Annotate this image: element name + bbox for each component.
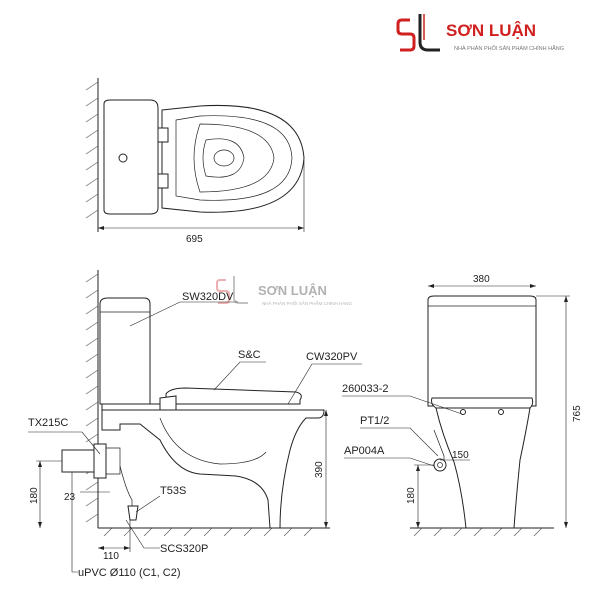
part-b-leader [360,427,439,457]
side-inlet-value: 180 [29,487,40,504]
fitting-label: TX215C [28,417,68,429]
flange-label: SCS320P [160,543,208,555]
front-valve-center [437,462,443,468]
bolt-leader [135,495,161,513]
part-a-label: 260033-2 [342,383,389,395]
front-height-value: 765 [572,405,583,422]
top-tank [103,99,159,215]
top-hinge-lower [157,173,169,189]
top-view: 695 [85,78,305,245]
tank-leader [129,301,238,327]
front-valve [433,458,447,472]
tank-label: SW320DV [182,291,234,303]
top-width-value: 695 [186,234,203,245]
front-bolt-left [460,409,466,415]
front-width-value: 380 [473,274,490,285]
front-bolt-right [498,409,504,415]
fitting-leader [28,431,101,455]
top-bowl-rim [193,123,275,193]
side-bowl [101,409,325,529]
side-height-value: 390 [314,461,325,478]
seat-label: S&C [238,349,261,361]
side-floor-hatching [103,527,313,537]
side-fitting [93,443,107,479]
side-tank-base [101,403,161,411]
front-inlet-offset-value: 150 [452,450,469,461]
flange-leader [125,519,160,549]
side-fitting-collar [106,447,121,475]
side-offset-value: 23 [64,492,76,503]
valve-leader [344,457,435,467]
front-seat [431,397,534,409]
side-seat-hinge [159,395,177,411]
side-floor-bolt [127,505,139,521]
top-outlet [213,149,235,167]
pipe-label: uPVC Ø110 (C1, C2) [78,567,181,579]
front-inlet-value: 180 [406,487,417,504]
front-floor-hatching [413,527,543,537]
bolt-label: T53S [160,485,186,497]
top-wall-hatching [85,81,99,219]
part-b-label: PT1/2 [360,415,389,427]
brand-name: SƠN LUẬN [446,21,536,40]
brand-logo: SƠN LUẬN NHÀ PHÂN PHỐI SẢN PHẨM CHÍNH HÃ… [396,14,564,52]
seat-leader [213,361,266,391]
part-a-leader [342,395,463,415]
side-drain-pipe [61,449,99,473]
front-tank [427,295,537,407]
watermark-tagline: NHÀ PHÂN PHỐI SẢN PHẨM CHÍNH HÃNG [262,300,353,306]
side-trapway [159,417,267,465]
pipe-leader [71,472,78,573]
top-hinge-upper [157,127,169,143]
watermark: SƠN LUẬN NHÀ PHÂN PHỐI SẢN PHẨM CHÍNH HÃ… [216,276,353,306]
bowl-leader [287,363,362,405]
watermark-name: SƠN LUẬN [258,283,327,298]
front-bowl [435,407,531,529]
brand-tagline: NHÀ PHÂN PHỐI SẢN PHẨM CHÍNH HÃNG [454,45,564,52]
side-tank [99,297,151,405]
top-seat-inner [175,115,293,201]
side-seat [165,387,302,405]
valve-label: AP004A [344,445,385,457]
front-view: 380 765 150 180 260033-2 PT1/2 AP004A [342,274,583,537]
top-flush-button [118,153,128,163]
front-supply-hose [433,429,445,462]
side-floor-offset-value: 110 [103,551,119,562]
watermark-logo-mark [216,279,230,304]
top-bowl-well [202,138,245,178]
side-outlet-curve [119,465,133,518]
brand-logo-mark [396,14,440,52]
top-seat [161,104,305,213]
side-wall-hatching [85,273,99,523]
side-view: 390 180 23 110 SW320DV S&C CW320PV TX215… [28,270,362,579]
bowl-label: CW320PV [306,351,358,363]
